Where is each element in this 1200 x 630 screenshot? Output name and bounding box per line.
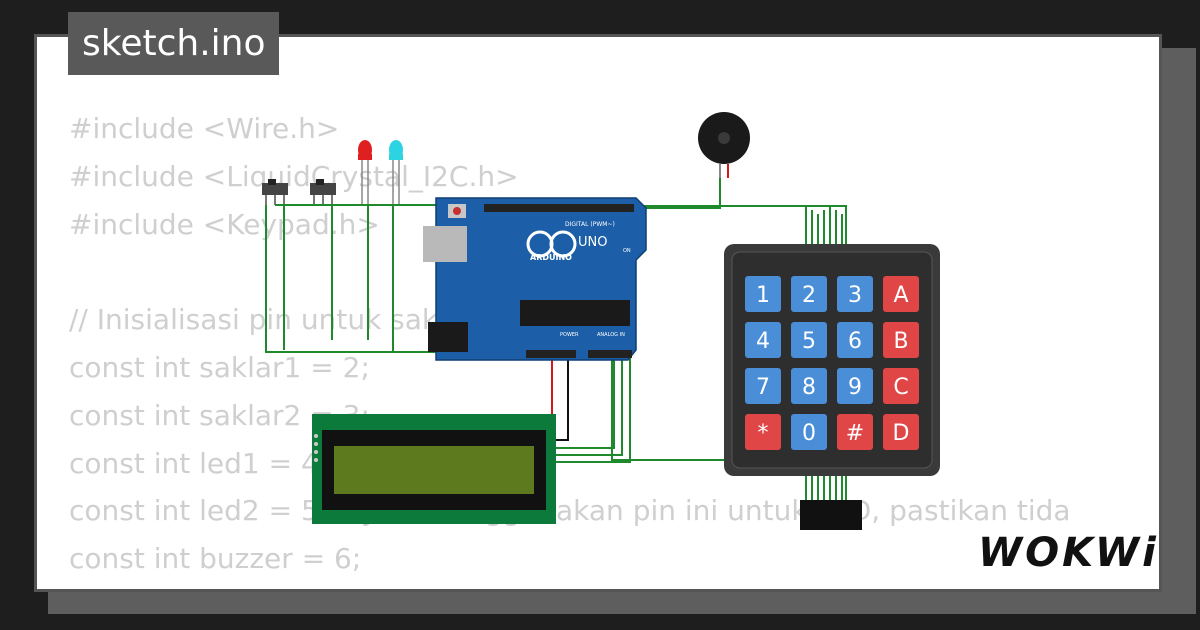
wokwi-logo: WOKWi [978,530,1159,576]
code-line: const int saklar1 = 2; [69,350,370,384]
arduino-uno-board[interactable]: UNO ARDUINO DIGITAL (PWM~) POWER ANALOG … [423,197,647,361]
file-title: sketch.ino [68,12,280,75]
lcd-screen [334,446,534,494]
keypad-key[interactable]: 8 [791,368,827,404]
keypad-key[interactable]: 2 [791,276,827,312]
keypad-key[interactable]: 9 [837,368,873,404]
led-red[interactable] [358,140,372,205]
lcd-16x2[interactable] [312,414,556,524]
keypad-key[interactable]: C [883,368,919,404]
keypad-key[interactable]: 4 [745,322,781,358]
keypad-key[interactable]: 1 [745,276,781,312]
code-line: const int led1 = 4; [69,446,329,480]
keypad-key-label: 3 [848,283,862,308]
power-label: POWER [560,332,579,338]
keypad-key[interactable]: 3 [837,276,873,312]
keypad-key-label: 4 [756,329,770,354]
keypad-key-label: 8 [802,375,816,400]
keypad-key[interactable]: 7 [745,368,781,404]
buzzer[interactable] [698,112,750,178]
keypad-key[interactable]: 5 [791,322,827,358]
keypad-key[interactable]: D [883,414,919,450]
led-cyan[interactable] [389,140,403,205]
keypad-key[interactable]: A [883,276,919,312]
slide-switch-1[interactable] [262,179,288,205]
code-line: #include <Keypad.h> [69,207,380,241]
code-line: #include <Wire.h> [69,112,340,145]
keypad-key-label: # [846,421,864,446]
board-model: UNO [578,235,607,250]
keypad-key-label: * [758,421,769,446]
keypad-key[interactable]: 6 [837,322,873,358]
keypad-key-label: C [893,375,908,400]
keypad-key-label: D [893,421,910,446]
slide-switch-2[interactable] [310,179,336,205]
code-line: const int buzzer = 6; [69,542,362,576]
keypad-key-label: B [893,329,908,354]
keypad-key[interactable]: * [745,414,781,450]
code-line: const int saklar2 = 3; [69,398,370,432]
keypad-key[interactable]: 0 [791,414,827,450]
usb-port [423,226,467,262]
keypad-key-label: 2 [802,283,816,308]
keypad-key-label: 0 [802,421,816,446]
keypad-key-label: 1 [756,283,770,308]
keypad-key-label: 9 [848,375,862,400]
on-label: ON [623,248,631,254]
atmega-chip [520,300,630,326]
analog-label: ANALOG IN [597,332,625,338]
reset-button[interactable] [453,207,461,215]
keypad-key-label: A [893,283,908,308]
keypad-key[interactable]: # [837,414,873,450]
code-line: #include <LiquidCrystal_I2C.h> [69,159,519,193]
keypad-key-label: 7 [756,375,770,400]
board-brand: ARDUINO [530,253,572,262]
membrane-keypad[interactable]: 1 2 3 A 4 5 6 B 7 8 9 C * 0 # D [724,244,940,530]
power-jack [428,322,468,352]
keypad-key-label: 5 [802,329,816,354]
keypad-key-label: 6 [848,329,862,354]
keypad-connector [800,500,862,530]
keypad-key[interactable]: B [883,322,919,358]
digital-label: DIGITAL (PWM~) [565,221,615,228]
